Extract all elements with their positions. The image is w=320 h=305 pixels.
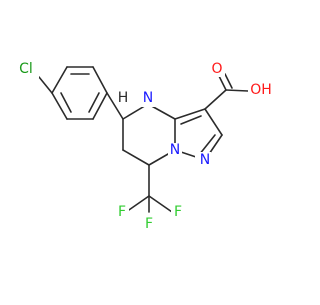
- fluorine-bottom-label: F: [145, 216, 153, 232]
- fluorine-left-label: F: [118, 204, 126, 220]
- fluorine-right-label: F: [174, 204, 182, 220]
- molecule-diagram: Cl N H N N O OH F F F: [19, 61, 272, 232]
- structure-svg: Cl N H N N O OH F F F: [19, 61, 272, 232]
- bond: [106, 92, 124, 120]
- bond: [198, 134, 216, 156]
- bond: [122, 149, 150, 166]
- pyrimidine-ring: [122, 103, 176, 166]
- bond: [224, 73, 233, 89]
- trifluoromethyl-group: [125, 164, 173, 213]
- hydrogen-label: H: [118, 90, 129, 106]
- bond: [38, 76, 53, 94]
- chlorophenyl-ring: [51, 66, 108, 120]
- bond: [204, 108, 223, 136]
- bond: [92, 66, 108, 94]
- oxygen-carbonyl-label: O: [211, 61, 222, 77]
- bond: [92, 92, 108, 120]
- bond: [88, 92, 100, 113]
- bond: [60, 92, 72, 113]
- nitrogen-bridge-label: N: [170, 142, 180, 158]
- bond: [180, 115, 202, 125]
- bond: [51, 92, 68, 120]
- carboxylic-acid-group: [204, 73, 249, 110]
- chlorine-label: Cl: [19, 61, 33, 77]
- bond: [174, 108, 206, 120]
- nitrogen-pyrazole-label: N: [200, 152, 210, 168]
- bond: [51, 66, 68, 94]
- bond: [148, 195, 173, 213]
- bond: [204, 89, 227, 110]
- bond: [218, 75, 227, 91]
- nitrogen-nh-label: N: [143, 90, 153, 106]
- hydroxyl-label: OH: [250, 82, 272, 98]
- bond: [225, 89, 249, 92]
- bond: [125, 195, 150, 213]
